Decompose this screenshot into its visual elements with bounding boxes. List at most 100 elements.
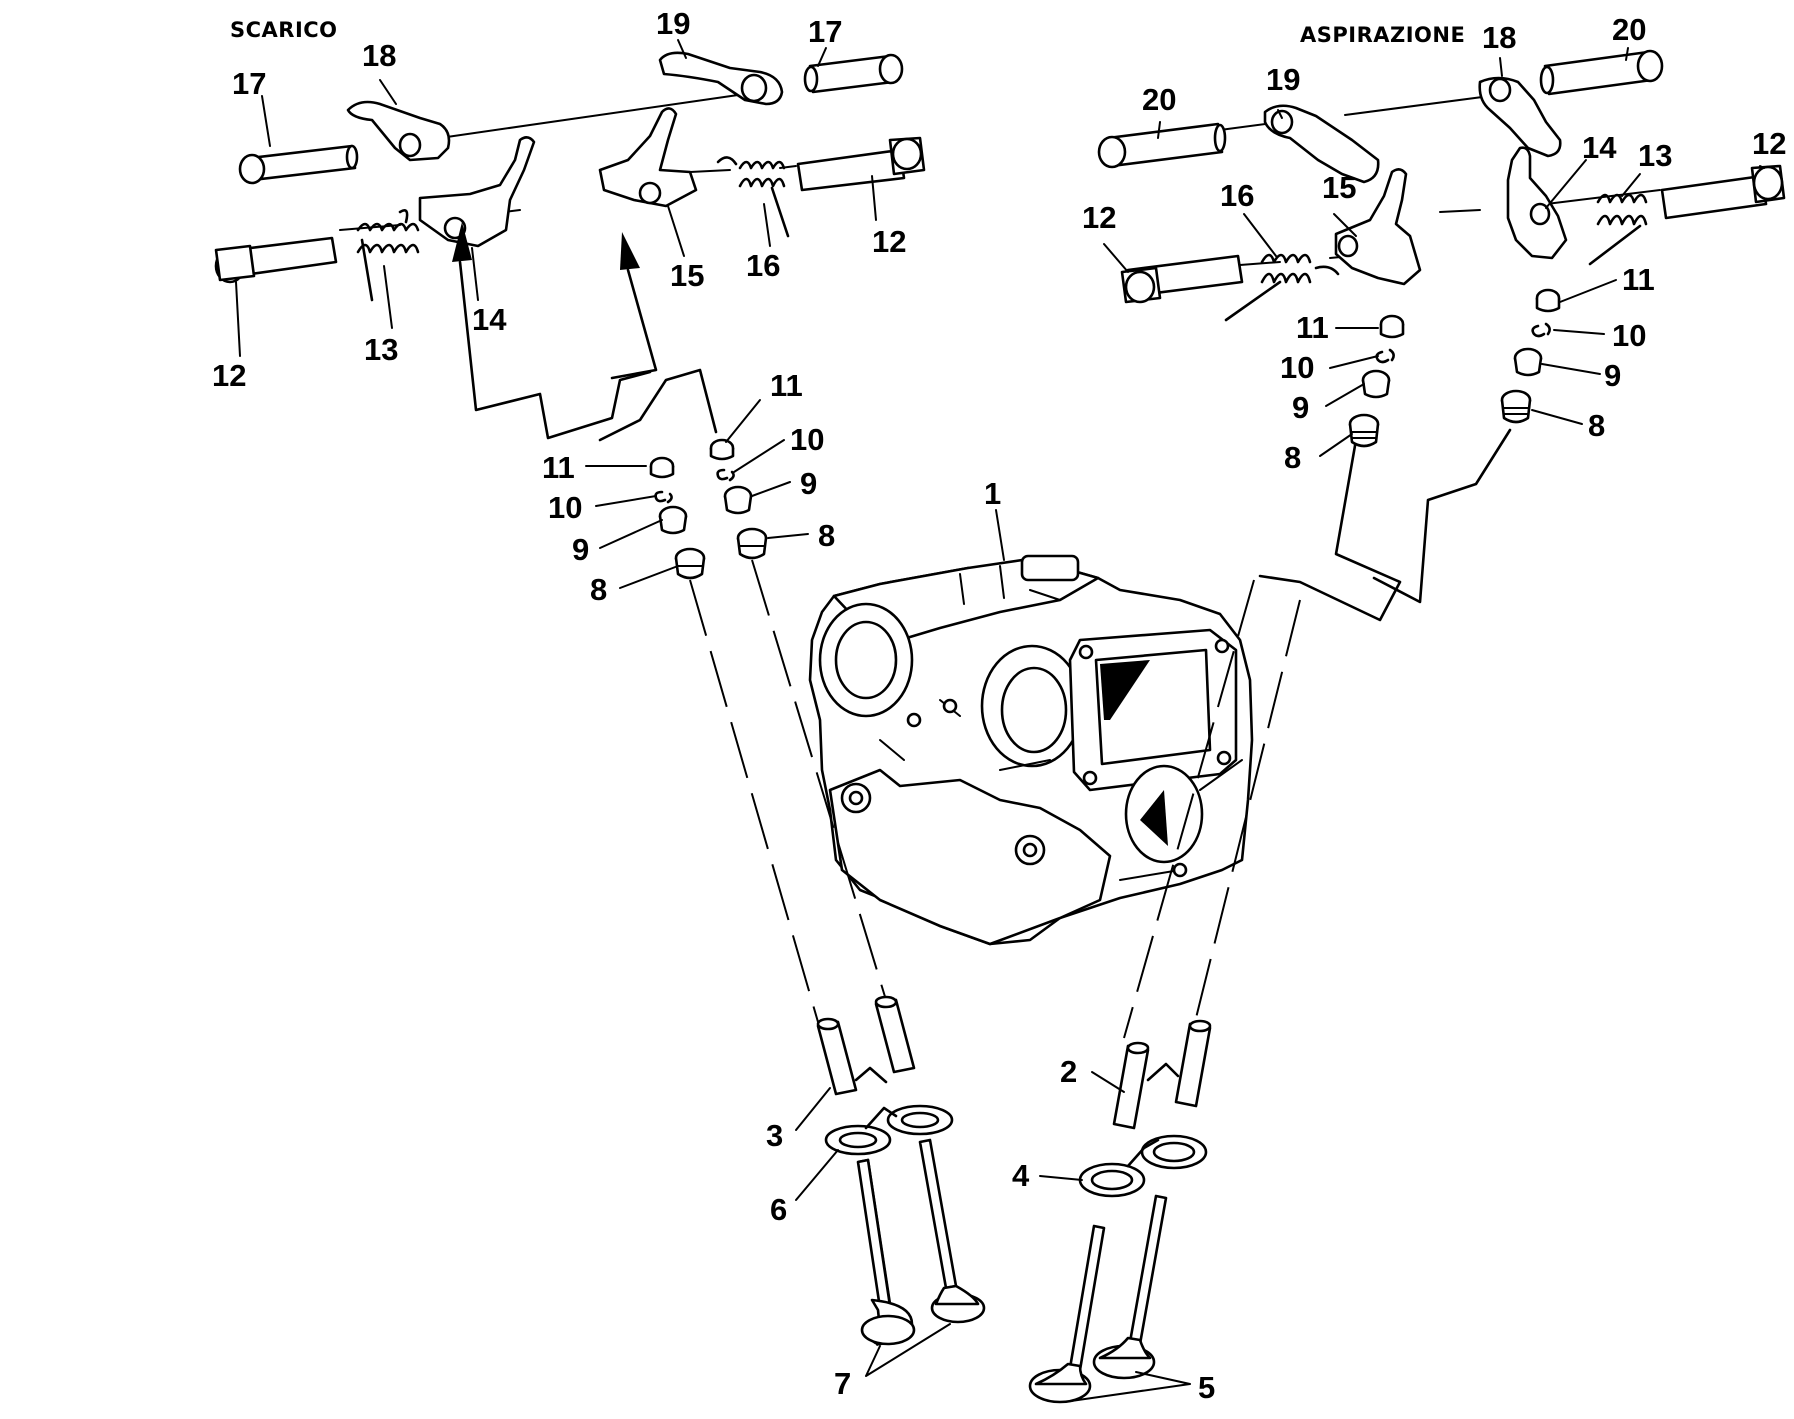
label-18-exhaust: 18 [362, 38, 396, 73]
bolt-hole [1214, 638, 1230, 654]
valve-guide-3-a [816, 1017, 858, 1096]
label-14-exhaust: 14 [472, 302, 507, 337]
label-6-exhaust-seat: 6 [770, 1192, 787, 1227]
spring-16-intake [1224, 253, 1340, 322]
stem-line-exhaust-b [751, 559, 887, 1001]
valve-5-intake-b [1092, 1194, 1168, 1380]
keeper-10-intake-a [1375, 348, 1395, 364]
label-9-intake-b: 9 [1604, 358, 1621, 393]
label-8-intake-b: 8 [1588, 408, 1605, 443]
exhaust-right-axis [689, 165, 797, 173]
label-10-intake-a: 10 [1280, 350, 1314, 385]
mount-boss-center-hole [1022, 842, 1038, 858]
label-9-intake-a: 9 [1292, 390, 1309, 425]
arrow-head-15 [620, 232, 640, 270]
valve-seat-4-b [1140, 1134, 1208, 1170]
connector-path-intake-right [1372, 428, 1512, 604]
keeper-11-exhaust-a [649, 456, 675, 479]
intake-flange-shadow [1100, 660, 1150, 720]
label-16-exhaust: 16 [746, 248, 780, 283]
small-hole [942, 698, 958, 714]
label-8-exhaust-a: 8 [590, 572, 607, 607]
keeper-10-intake-b [1531, 322, 1551, 338]
label-12-exhaust-right: 12 [872, 224, 906, 259]
label-11-intake-a: 11 [1296, 310, 1329, 345]
cap-9-intake-b [1513, 347, 1543, 377]
label-17-exhaust-left: 17 [232, 66, 266, 101]
label-20-intake-left: 20 [1142, 82, 1176, 117]
bolt-hole [1078, 644, 1094, 660]
label-11-intake-b: 11 [1622, 262, 1655, 297]
arrow-head-14 [452, 222, 472, 262]
rocker-arm-19-exhaust [658, 51, 784, 106]
valve-5-intake-a [1028, 1224, 1106, 1404]
leader-lines [235, 39, 1765, 1403]
valve-7-exhaust-a [856, 1158, 916, 1346]
bolt-hole [1216, 750, 1232, 766]
seal-8-exhaust-a [674, 547, 706, 580]
pin-20-right [1539, 49, 1664, 96]
head-top-boss [1020, 554, 1080, 582]
pin-17-right [803, 53, 904, 94]
rocker-arm-18-exhaust [346, 100, 451, 162]
rocker-14-intake [1506, 146, 1568, 260]
valve-seat-4-a [1078, 1162, 1146, 1198]
pin-20-left [1097, 122, 1227, 169]
rocker-15-exhaust [598, 107, 698, 208]
label-3-exhaust-guide: 3 [766, 1118, 783, 1153]
label-1-cylinder-head: 1 [984, 476, 1001, 511]
label-13-intake: 13 [1638, 138, 1672, 173]
shaft-12-intake-left [1120, 254, 1244, 304]
intake-port-shadow [1140, 790, 1168, 846]
label-10-exhaust-a: 10 [548, 490, 582, 525]
section-title-exhaust: SCARICO [230, 18, 338, 42]
label-5-intake-valve: 5 [1198, 1370, 1215, 1405]
valve-guide-2-b [1174, 1019, 1212, 1108]
rocker-arm-19-intake [1263, 104, 1380, 184]
label-20-intake-right: 20 [1612, 12, 1646, 47]
rocker-15-intake [1334, 168, 1422, 286]
intake-rocker-assembly [1097, 49, 1786, 622]
label-11-exhaust-a: 11 [542, 450, 575, 485]
seal-8-intake-b [1500, 389, 1532, 424]
arrow-path-15 [610, 268, 658, 380]
pin-17-left [238, 144, 359, 185]
exhaust-rocker-assembly [214, 51, 926, 442]
label-15-exhaust: 15 [670, 258, 704, 293]
mount-boss-left-hole [848, 790, 864, 806]
seal-8-exhaust-b [736, 527, 768, 560]
label-8-exhaust-b: 8 [818, 518, 835, 553]
connector-path-intake-left [1258, 438, 1402, 622]
shaft-12-intake-right [1660, 164, 1786, 220]
label-18-intake: 18 [1482, 20, 1516, 55]
label-17-exhaust-right: 17 [808, 14, 842, 49]
valve-guide-3-b [874, 995, 916, 1074]
label-19-intake: 19 [1266, 62, 1300, 97]
small-hole [906, 712, 922, 728]
stem-line-intake-a [1123, 579, 1255, 1039]
keeper-10-exhaust-a [654, 490, 673, 504]
label-13-exhaust: 13 [364, 332, 398, 367]
keeper-11-intake-a [1379, 314, 1405, 339]
shaft-12-exhaust-left [214, 236, 338, 284]
spring-13-intake [1588, 193, 1648, 266]
cap-9-exhaust-b [723, 485, 753, 515]
head-lower-base [828, 768, 1112, 946]
label-2-intake-guide: 2 [1060, 1054, 1077, 1089]
spring-16-exhaust [716, 156, 790, 238]
section-title-intake: ASPIRAZIONE [1300, 23, 1465, 47]
keeper-11-exhaust-b [709, 438, 735, 461]
seat-connector-exhaust [864, 1106, 898, 1130]
label-12-intake-left: 12 [1082, 200, 1116, 235]
label-10-intake-b: 10 [1612, 318, 1646, 353]
label-12-exhaust-left: 12 [212, 358, 246, 393]
rocker-arm-18-intake [1478, 76, 1562, 158]
label-14-intake: 14 [1582, 130, 1617, 165]
label-10-exhaust-b: 10 [790, 422, 824, 457]
valve-seat-6-b [886, 1104, 954, 1136]
valve-seat-6-a [824, 1124, 892, 1156]
small-hole [1172, 862, 1188, 878]
keeper-10-exhaust-b [716, 468, 735, 482]
label-16-intake: 16 [1220, 178, 1254, 213]
